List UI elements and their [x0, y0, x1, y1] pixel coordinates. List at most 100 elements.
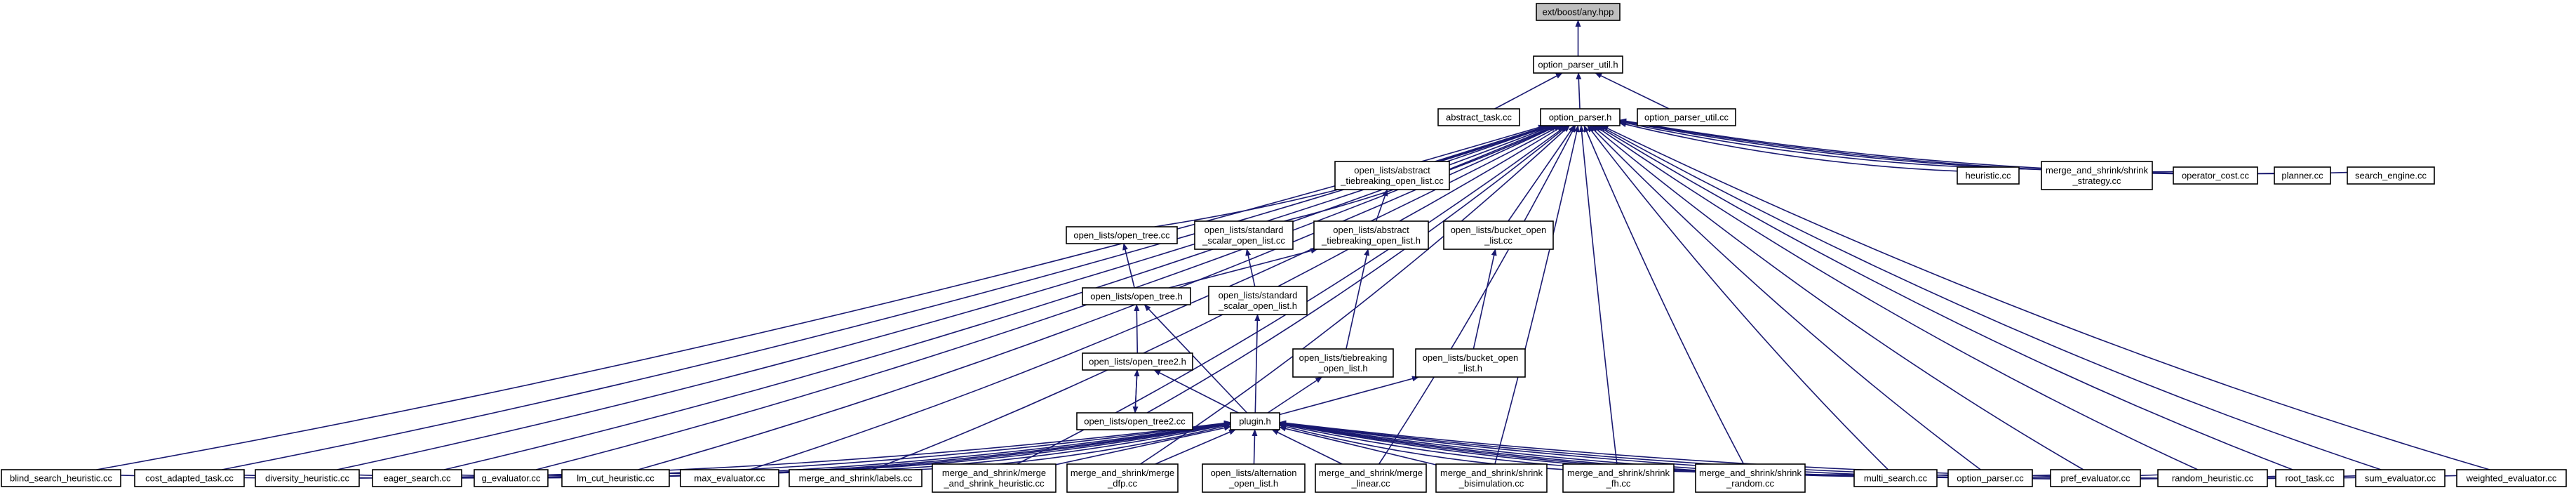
- node-bucket_cc[interactable]: open_lists/bucket_open_list.cc: [1443, 220, 1554, 250]
- node-label: option_parser_util.cc: [1644, 112, 1729, 123]
- edge-mas_random-to-op_h: [1583, 125, 1745, 465]
- edge-op_cc-to-op_h: [1589, 125, 1981, 470]
- node-label: _bisimulation.cc: [1458, 478, 1524, 489]
- node-label: _tiebreaking_open_list.cc: [1340, 176, 1444, 186]
- node-box: [1536, 3, 1621, 21]
- node-sso_h[interactable]: open_lists/standard_scalar_open_list.h: [1208, 286, 1308, 315]
- node-label: sum_evaluator.cc: [2365, 473, 2436, 484]
- node-atbol_h[interactable]: open_lists/abstract_tiebreaking_open_lis…: [1334, 161, 1450, 190]
- node-sso_cc[interactable]: open_lists/standard_scalar_open_list.cc: [1194, 220, 1294, 250]
- node-label: merge_and_shrink/shrink: [1567, 468, 1670, 478]
- node-root_task[interactable]: root_task.cc: [2275, 469, 2344, 487]
- edge-mas_bisim-to-op_h: [1494, 125, 1580, 465]
- node-label: merge_and_shrink/merge: [1071, 468, 1174, 478]
- node-box: [1853, 469, 1938, 487]
- node-label: _open_list.h: [1228, 478, 1278, 489]
- node-label: max_evaluator.cc: [694, 473, 765, 484]
- node-box: [1443, 220, 1554, 250]
- node-multi_search[interactable]: multi_search.cc: [1853, 469, 1938, 487]
- node-label: plugin.h: [1239, 416, 1271, 427]
- node-abstract_task[interactable]: abstract_task.cc: [1437, 108, 1520, 126]
- node-opu_cc[interactable]: option_parser_util.cc: [1637, 108, 1736, 126]
- node-label: eager_search.cc: [383, 473, 451, 484]
- edge-mas_bisim-to-plugin_h: [1279, 425, 1437, 465]
- node-atbol_hh[interactable]: open_lists/abstract_tiebreaking_open_lis…: [1313, 220, 1429, 250]
- node-label: merge_and_shrink/shrink: [2046, 165, 2148, 176]
- node-label: blind_search_heuristic.cc: [10, 473, 112, 484]
- node-any[interactable]: ext/boost/any.hpp: [1536, 3, 1621, 21]
- node-plugin_h[interactable]: plugin.h: [1230, 412, 1280, 430]
- node-alt_h[interactable]: open_lists/alternation_open_list.h: [1202, 463, 1306, 493]
- node-open_tree2_h[interactable]: open_lists/open_tree2.h: [1082, 352, 1193, 371]
- node-label: cost_adapted_task.cc: [145, 473, 234, 484]
- node-label: open_lists/open_tree2.cc: [1084, 416, 1186, 427]
- node-mas_linear[interactable]: merge_and_shrink/merge_linear.cc: [1315, 463, 1427, 493]
- node-diversity[interactable]: diversity_heuristic.cc: [255, 469, 360, 487]
- node-mas_random[interactable]: merge_and_shrink/shrink_random.cc: [1695, 463, 1806, 493]
- node-lm_cut[interactable]: lm_cut_heuristic.cc: [561, 469, 670, 487]
- node-bucket_h[interactable]: open_lists/bucket_open_list.h: [1415, 348, 1526, 378]
- node-cost_adapted[interactable]: cost_adapted_task.cc: [134, 469, 245, 487]
- edge-opu_cc-to-opu_h: [1595, 72, 1670, 110]
- node-op_cc[interactable]: option_parser.cc: [1947, 469, 2033, 487]
- node-mas_labels[interactable]: merge_and_shrink/labels.cc: [789, 469, 923, 487]
- node-box: [1082, 287, 1191, 305]
- edge-blind-to-op_h: [96, 124, 1545, 470]
- edge-open_tree2_h-to-open_tree2_cc: [1132, 369, 1139, 414]
- node-weighted_eval[interactable]: weighted_evaluator.cc: [2456, 469, 2567, 487]
- node-label: option_parser_util.h: [1538, 60, 1618, 70]
- edge-plugin_h-to-tiebreak_h: [1267, 376, 1323, 414]
- node-mas_heur[interactable]: merge_and_shrink/merge_and_shrink_heuris…: [932, 463, 1056, 493]
- node-box: [2157, 469, 2268, 487]
- edge-open_tree_h-to-open_tree_cc: [1122, 243, 1135, 289]
- node-box: [2050, 469, 2141, 487]
- node-max_eval[interactable]: max_evaluator.cc: [680, 469, 779, 487]
- node-mas_strategy[interactable]: merge_and_shrink/shrink_strategy.cc: [2041, 161, 2153, 190]
- node-label: open_lists/standard: [1219, 290, 1298, 300]
- node-box: [2347, 166, 2435, 185]
- node-random_heur[interactable]: random_heuristic.cc: [2157, 469, 2268, 487]
- node-box: [1194, 220, 1294, 250]
- node-blind[interactable]: blind_search_heuristic.cc: [1, 469, 121, 487]
- edge-op_h-to-opu_h: [1576, 72, 1582, 110]
- node-label: lm_cut_heuristic.cc: [577, 473, 655, 484]
- node-mas_fh[interactable]: merge_and_shrink/shrink_fh.cc: [1562, 463, 1675, 493]
- node-open_tree_h[interactable]: open_lists/open_tree.h: [1082, 287, 1191, 305]
- node-label: open_lists/open_tree.cc: [1073, 230, 1170, 241]
- node-open_tree_cc[interactable]: open_lists/open_tree.cc: [1066, 226, 1178, 244]
- node-box: [561, 469, 670, 487]
- node-box: [1957, 166, 2020, 185]
- node-op_h[interactable]: option_parser.h: [1540, 108, 1621, 126]
- node-label: diversity_heuristic.cc: [265, 473, 349, 484]
- node-mas_dfp[interactable]: merge_and_shrink/merge_dfp.cc: [1066, 463, 1179, 493]
- node-opu_h[interactable]: option_parser_util.h: [1533, 55, 1623, 74]
- node-box: [1334, 161, 1450, 190]
- node-label: _linear.cc: [1351, 478, 1390, 489]
- node-label: _list.h: [1458, 363, 1482, 374]
- node-eager[interactable]: eager_search.cc: [372, 469, 462, 487]
- edge-bucket_h-to-bucket_cc: [1473, 249, 1497, 350]
- node-g_eval[interactable]: g_evaluator.cc: [474, 469, 549, 487]
- node-pref_eval[interactable]: pref_evaluator.cc: [2050, 469, 2141, 487]
- node-label: merge_and_shrink/merge: [942, 468, 1046, 478]
- node-label: random_heuristic.cc: [2172, 473, 2254, 484]
- node-label: open_lists/open_tree.h: [1090, 291, 1183, 302]
- node-box: [1695, 463, 1806, 493]
- node-planner[interactable]: planner.cc: [2274, 166, 2331, 185]
- edge-multi_search-to-op_h: [1587, 125, 1889, 470]
- node-tiebreak_h[interactable]: open_lists/tiebreaking_open_list.h: [1292, 348, 1394, 378]
- node-box: [474, 469, 549, 487]
- edge-mas_linear-to-plugin_h: [1271, 429, 1343, 465]
- node-open_tree2_cc[interactable]: open_lists/open_tree2.cc: [1076, 412, 1193, 430]
- node-heuristic[interactable]: heuristic.cc: [1957, 166, 2020, 185]
- node-operator_cost[interactable]: operator_cost.cc: [2173, 166, 2258, 185]
- edge-plugin_h-to-open_tree_h: [1143, 304, 1248, 414]
- node-label: open_lists/bucket_open: [1451, 225, 1547, 235]
- node-box: [1066, 226, 1178, 244]
- edge-sso_h-to-sso_cc: [1245, 249, 1256, 287]
- node-sum_eval[interactable]: sum_evaluator.cc: [2355, 469, 2446, 487]
- edge-pref_eval-to-op_h: [1591, 125, 2084, 470]
- node-box: [2275, 469, 2344, 487]
- node-search_engine[interactable]: search_engine.cc: [2347, 166, 2435, 185]
- node-mas_bisim[interactable]: merge_and_shrink/shrink_bisimulation.cc: [1435, 463, 1548, 493]
